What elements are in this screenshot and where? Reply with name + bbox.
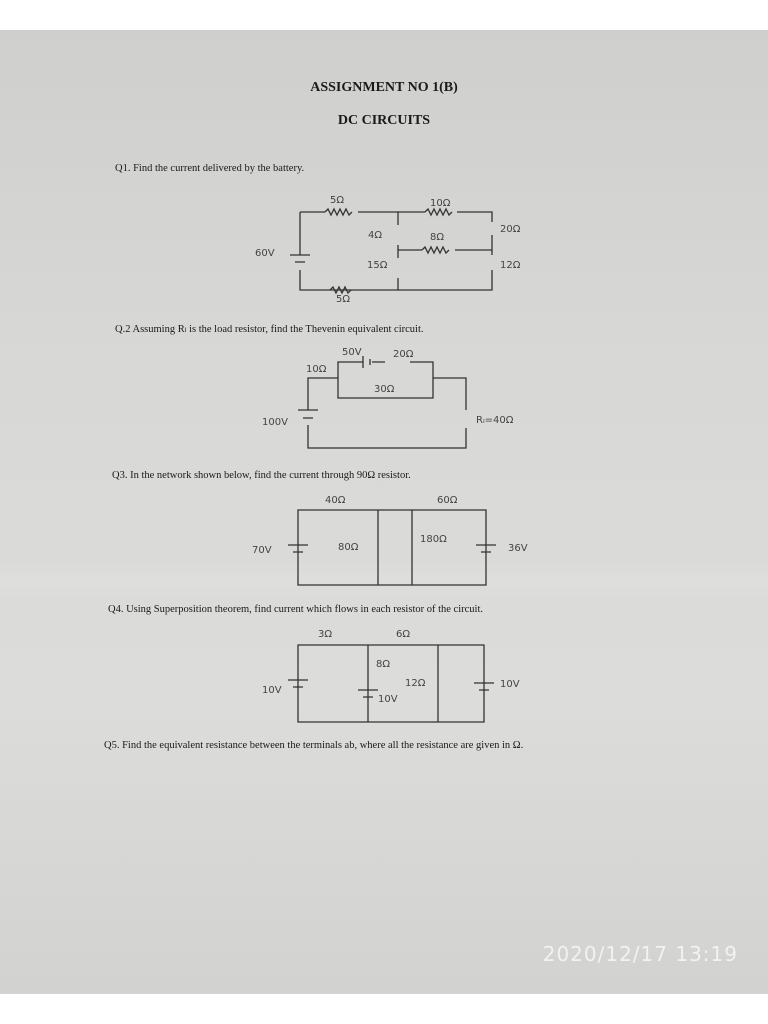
q3-label-60: 60Ω [437, 495, 458, 506]
circuit-q1-right-loop [398, 211, 493, 291]
q1-label-5-bottom: 5Ω [336, 294, 350, 305]
circuit-q4-battery-right [474, 682, 494, 691]
q1-label-60v: 60V [255, 248, 275, 259]
document-photo [0, 30, 768, 994]
photo-timestamp: 2020/12/17 13:19 [542, 942, 738, 966]
circuit-q1-resistor-5-top [324, 207, 353, 217]
question-1: Q1. Find the current delivered by the ba… [115, 163, 305, 174]
circuit-q3-outer-loop [297, 509, 487, 586]
q2-label-10: 10Ω [306, 364, 327, 375]
q4-label-10v-left: 10V [262, 685, 282, 696]
circuit-q1-resistor-8 [421, 245, 450, 255]
q1-label-10: 10Ω [430, 198, 451, 209]
q1-label-20: 20Ω [500, 224, 521, 235]
q4-label-3: 3Ω [318, 629, 332, 640]
q2-label-rl: Rₗ=40Ω [476, 415, 514, 426]
q4-label-10v-mid: 10V [378, 694, 398, 705]
question-3: Q3. In the network shown below, find the… [112, 470, 411, 481]
q2-label-20: 20Ω [393, 349, 414, 360]
q1-label-15: 15Ω [367, 260, 388, 271]
circuit-q4-battery-mid [358, 689, 378, 698]
circuit-q1-resistor-10 [424, 207, 453, 217]
q2-label-100v: 100V [262, 417, 288, 428]
circuit-q3-parallel-branches [377, 510, 413, 585]
q4-label-10v-right: 10V [500, 679, 520, 690]
q4-label-12: 12Ω [405, 678, 426, 689]
q1-label-5-top: 5Ω [330, 195, 344, 206]
circuit-q1-battery [290, 254, 310, 263]
circuit-q4-branches [367, 645, 439, 722]
q1-label-12: 12Ω [500, 260, 521, 271]
circuit-q3-battery-36v [476, 544, 496, 553]
q4-label-8: 8Ω [376, 659, 390, 670]
assignment-subtitle: DC CIRCUITS [337, 113, 431, 128]
circuit-q2-upper-network [307, 361, 434, 410]
q1-label-4: 4Ω [368, 230, 382, 241]
question-4: Q4. Using Superposition theorem, find cu… [108, 604, 483, 615]
q3-label-70v: 70V [252, 545, 272, 556]
q3-label-180: 180Ω [420, 534, 447, 545]
q1-label-8: 8Ω [430, 232, 444, 243]
circuit-q1-resistor-5-bottom [329, 285, 352, 295]
q3-label-36v: 36V [508, 543, 528, 554]
circuit-q2-battery-50v [362, 356, 371, 368]
question-2: Q.2 Assuming Rₗ is the load resistor, fi… [115, 324, 424, 335]
q4-label-6: 6Ω [396, 629, 410, 640]
circuit-q2-outer-loop [307, 377, 467, 449]
circuit-q4-outer-loop [297, 644, 485, 723]
q2-label-50v: 50V [342, 347, 362, 358]
assignment-title: ASSIGNMENT NO 1(B) [310, 80, 458, 95]
circuit-q2-battery-100v [298, 409, 318, 419]
circuit-q4-battery-left [288, 679, 308, 688]
paper-fold [0, 560, 768, 600]
question-5: Q5. Find the equivalent resistance betwe… [104, 740, 524, 751]
circuit-q3-battery-70v [288, 544, 308, 553]
q2-label-30: 30Ω [374, 384, 395, 395]
q3-label-40: 40Ω [325, 495, 346, 506]
q3-label-80: 80Ω [338, 542, 359, 553]
